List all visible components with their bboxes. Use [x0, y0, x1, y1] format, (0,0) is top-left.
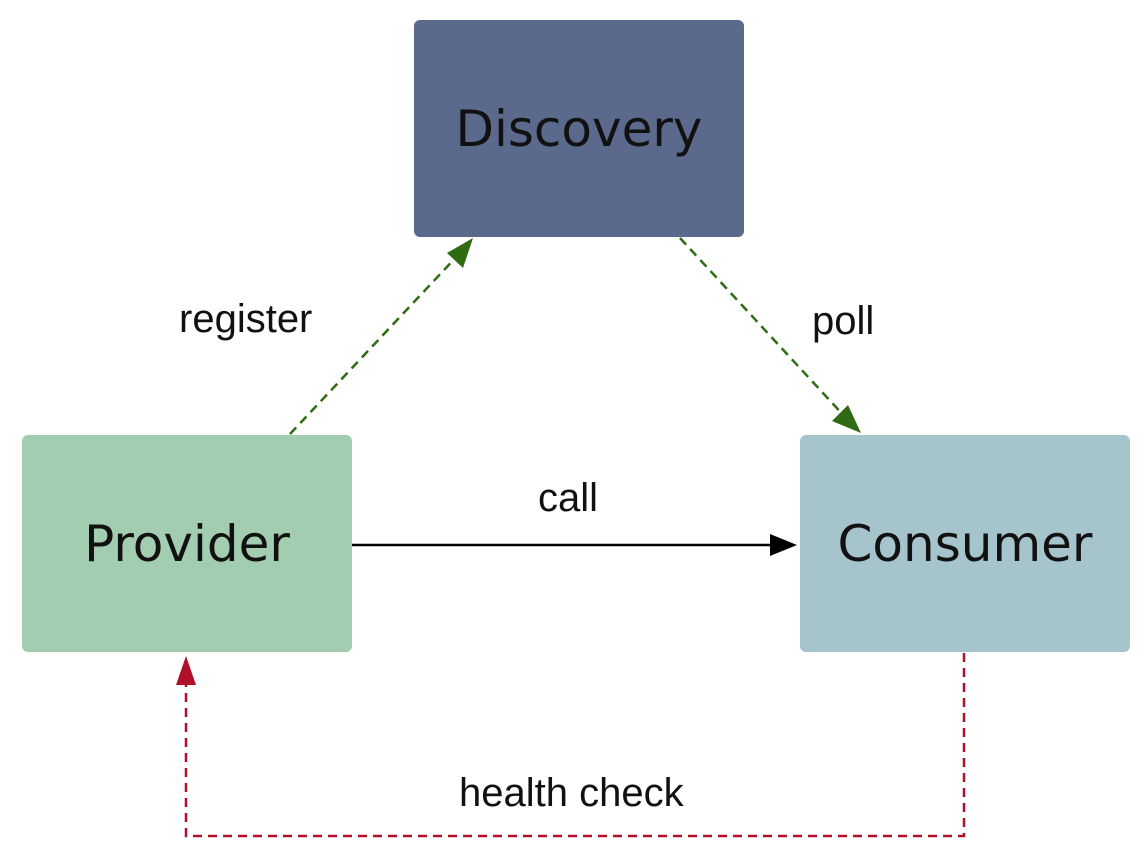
- call-arrowhead: [770, 534, 797, 556]
- consumer-label: Consumer: [837, 514, 1093, 573]
- health-check-label: health check: [459, 771, 684, 815]
- poll-arrow: [679, 237, 847, 419]
- poll-arrowhead: [832, 405, 861, 433]
- health-check-arrow: [184, 653, 966, 838]
- provider-node: Provider: [22, 435, 352, 652]
- poll-label: poll: [812, 299, 875, 343]
- health-check-arrowhead: [176, 656, 196, 685]
- register-arrow: [289, 252, 461, 435]
- discovery-label: Discovery: [455, 99, 703, 158]
- provider-label: Provider: [84, 514, 290, 573]
- consumer-node: Consumer: [800, 435, 1130, 652]
- register-label: register: [179, 297, 313, 341]
- call-label: call: [538, 476, 599, 520]
- discovery-node: Discovery: [414, 20, 744, 237]
- register-arrowhead: [447, 238, 473, 268]
